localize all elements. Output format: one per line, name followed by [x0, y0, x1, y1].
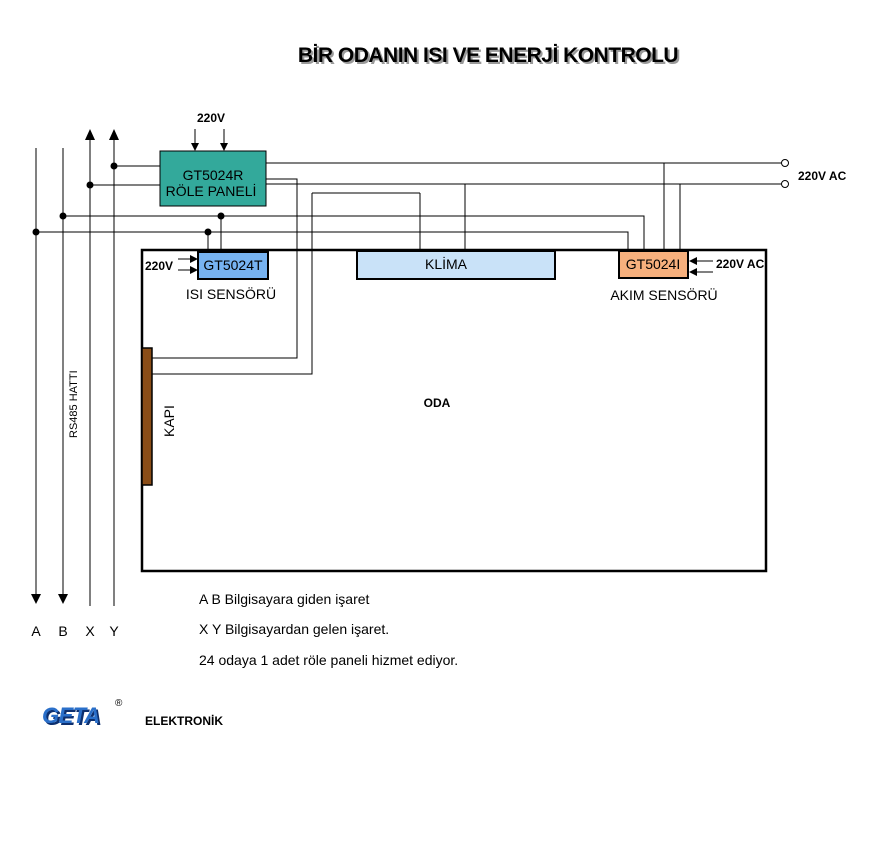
brand-logo: GETA	[42, 703, 99, 728]
relay-panel-model: GT5024R	[183, 167, 244, 183]
bus-arrow-x	[85, 129, 95, 140]
heat-sensor-supply: 220V	[145, 259, 173, 273]
rs485-bus: A B X Y RS485 HATTI	[31, 129, 119, 639]
bus-label-a: A	[31, 623, 41, 639]
heat-sensor-name: ISI SENSÖRÜ	[186, 285, 276, 302]
heat-sensor-model: GT5024T	[203, 257, 263, 273]
bus-arrow-y	[109, 129, 119, 140]
door	[141, 347, 153, 486]
bus-arrow-b	[58, 594, 68, 604]
current-sensor-supply: 220V AC	[716, 257, 765, 271]
heat-sensor: GT5024T ISI SENSÖRÜ 220V	[145, 251, 276, 302]
page-title: BİR ODANIN ISI VE ENERJİ KONTROLU BİR OD…	[298, 44, 681, 69]
wiring	[32, 159, 789, 375]
current-sensor-model: GT5024I	[626, 256, 680, 272]
current-supply-arrow-1	[689, 257, 697, 265]
relay-supply-arrow-1	[191, 143, 199, 151]
relay-supply-arrow-2	[220, 143, 228, 151]
brand-text: ELEKTRONİK	[145, 713, 223, 728]
registered-mark: ®	[115, 698, 123, 709]
bus-arrow-a	[31, 594, 41, 604]
mains-label: 220V AC	[798, 169, 847, 183]
relay-panel-supply: 220V	[197, 111, 225, 125]
notes: A B Bilgisayara giden işaret X Y Bilgisa…	[199, 591, 458, 668]
svg-text:BİR ODANIN ISI VE ENERJİ KONTR: BİR ODANIN ISI VE ENERJİ KONTROLU	[300, 46, 680, 69]
relay-panel-name: RÖLE PANELİ	[166, 182, 257, 199]
climate-unit: KLİMA	[356, 250, 556, 280]
note-ab: A B Bilgisayara giden işaret	[199, 591, 370, 607]
heat-supply-arrow-2	[190, 266, 198, 274]
relay-panel: GT5024R RÖLE PANELİ 220V	[159, 111, 267, 207]
svg-text:BİR ODANIN ISI VE ENERJİ KONTR: BİR ODANIN ISI VE ENERJİ KONTROLU	[298, 44, 678, 67]
current-supply-arrow-2	[689, 268, 697, 276]
door-label: KAPI	[161, 405, 177, 437]
brand-logo-shadow: GETA	[44, 705, 101, 730]
heat-supply-arrow-1	[190, 255, 198, 263]
rs485-label: RS485 HATTI	[68, 370, 80, 438]
climate-label: KLİMA	[425, 255, 468, 272]
note-panel: 24 odaya 1 adet röle paneli hizmet ediyo…	[199, 652, 458, 668]
brand: GETA GETA ® ELEKTRONİK	[42, 698, 223, 730]
bus-label-b: B	[58, 623, 67, 639]
room-label: ODA	[424, 396, 451, 410]
bus-label-y: Y	[109, 623, 119, 639]
bus-label-x: X	[85, 623, 95, 639]
current-sensor: GT5024I AKIM SENSÖRÜ 220V AC	[610, 250, 765, 303]
note-xy: X Y Bilgisayardan gelen işaret.	[199, 621, 389, 637]
current-sensor-name: AKIM SENSÖRÜ	[610, 286, 717, 303]
